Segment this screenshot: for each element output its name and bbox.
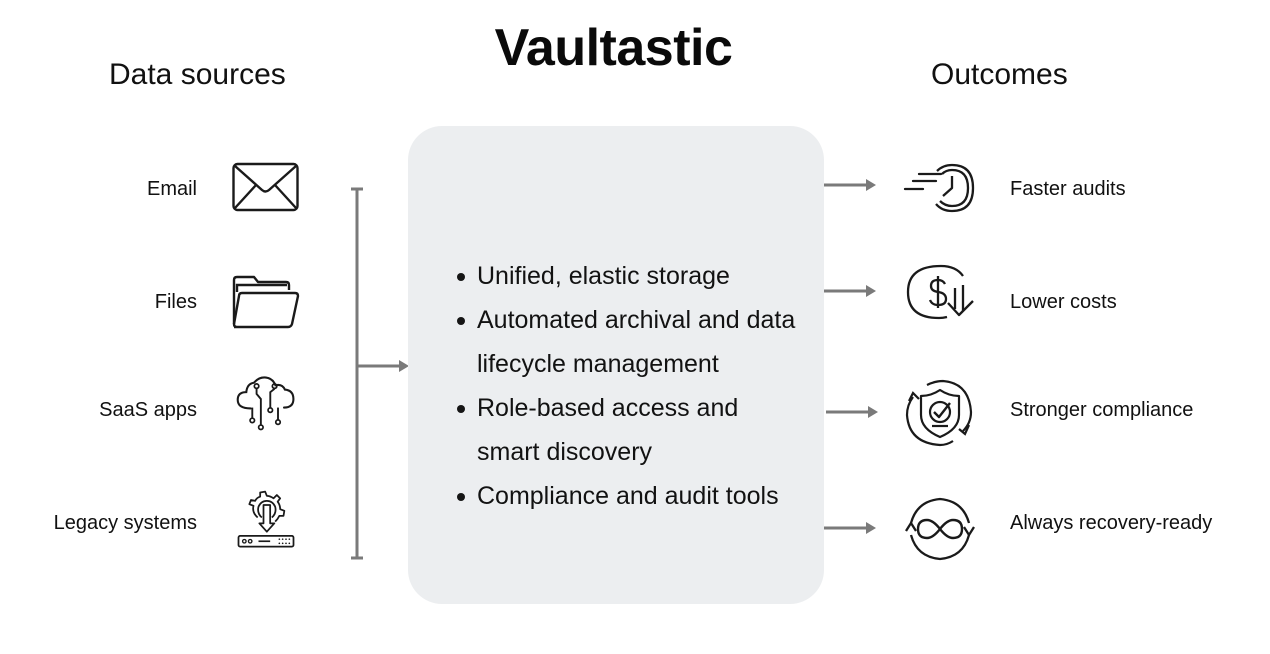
arrowhead-faster-audits	[866, 179, 876, 191]
gear-server-download-icon	[237, 490, 295, 548]
envelope-icon	[232, 162, 299, 212]
platform-box: Unified, elastic storage Automated archi…	[408, 126, 824, 604]
feature-item: Automated archival and data lifecycle ma…	[456, 298, 807, 386]
source-label-saas: SaaS apps	[99, 399, 197, 421]
arrow-into-platform	[399, 360, 409, 372]
page-title: Vaultastic	[494, 19, 733, 77]
source-label-email: Email	[146, 178, 197, 200]
shield-check-cycle-icon	[905, 379, 973, 447]
outcome-label-recovery-ready: Always recovery-ready	[1010, 512, 1213, 534]
feature-list: Unified, elastic storage Automated archi…	[456, 254, 807, 518]
fast-clock-icon	[903, 163, 975, 213]
data-sources-heading: Data sources	[109, 58, 286, 91]
outcomes-heading: Outcomes	[931, 58, 1068, 91]
dollar-down-icon	[906, 264, 974, 320]
infinity-cycle-icon	[905, 497, 975, 561]
feature-item: Role-based access and smart discovery	[456, 386, 807, 474]
arrowhead-stronger-compliance	[868, 406, 878, 418]
arrowhead-lower-costs	[866, 285, 876, 297]
source-bracket	[351, 187, 400, 560]
outcome-label-lower-costs: Lower costs	[1010, 291, 1117, 313]
source-label-files: Files	[154, 291, 197, 313]
feature-item: Unified, elastic storage	[456, 254, 807, 298]
source-label-legacy: Legacy systems	[53, 512, 197, 534]
folder-icon	[232, 275, 300, 329]
outcome-label-stronger-compliance: Stronger compliance	[1010, 399, 1194, 421]
feature-item: Compliance and audit tools	[456, 474, 807, 518]
outcome-label-faster-audits: Faster audits	[1010, 178, 1126, 200]
cloud-circuit-icon	[236, 376, 295, 431]
arrowhead-recovery-ready	[866, 522, 876, 534]
